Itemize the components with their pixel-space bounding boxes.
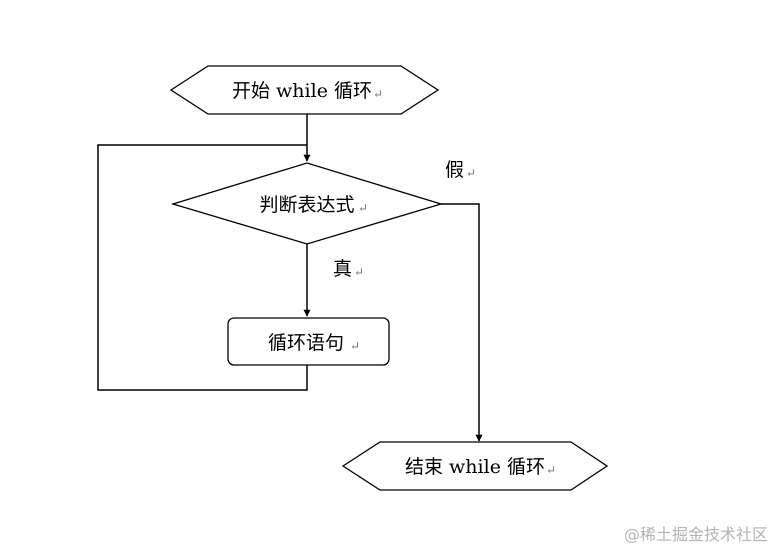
end-hexagon-shape <box>341 441 609 491</box>
edge-loop-back <box>97 144 308 391</box>
false-return-mark: ↵ <box>466 166 476 180</box>
condition-node: 判断表达式 ↵ <box>170 162 444 245</box>
start-hexagon-shape <box>169 65 440 115</box>
start-node-label: 开始 while 循环 <box>232 80 372 102</box>
loop-body-node: 循环语句 ↵ <box>227 317 390 366</box>
start-return-mark: ↵ <box>373 87 383 101</box>
loop-body-rect-shape <box>227 317 390 366</box>
end-return-mark: ↵ <box>546 463 556 477</box>
false-label: 假 <box>445 159 464 181</box>
start-node: 开始 while 循环 ↵ <box>169 65 440 115</box>
watermark-text: @稀土掘金技术社区 <box>624 525 768 544</box>
true-return-mark: ↵ <box>354 265 364 279</box>
end-node: 结束 while 循环 ↵ <box>341 441 609 491</box>
loop-body-return-mark: ↵ <box>350 339 360 353</box>
true-label: 真 <box>333 258 352 280</box>
edge-condition-to-end <box>441 203 483 442</box>
condition-node-label: 判断表达式 <box>259 194 354 216</box>
loop-body-label: 循环语句 <box>268 332 344 354</box>
condition-return-mark: ↵ <box>358 201 368 215</box>
end-node-label: 结束 while 循环 <box>405 456 545 478</box>
